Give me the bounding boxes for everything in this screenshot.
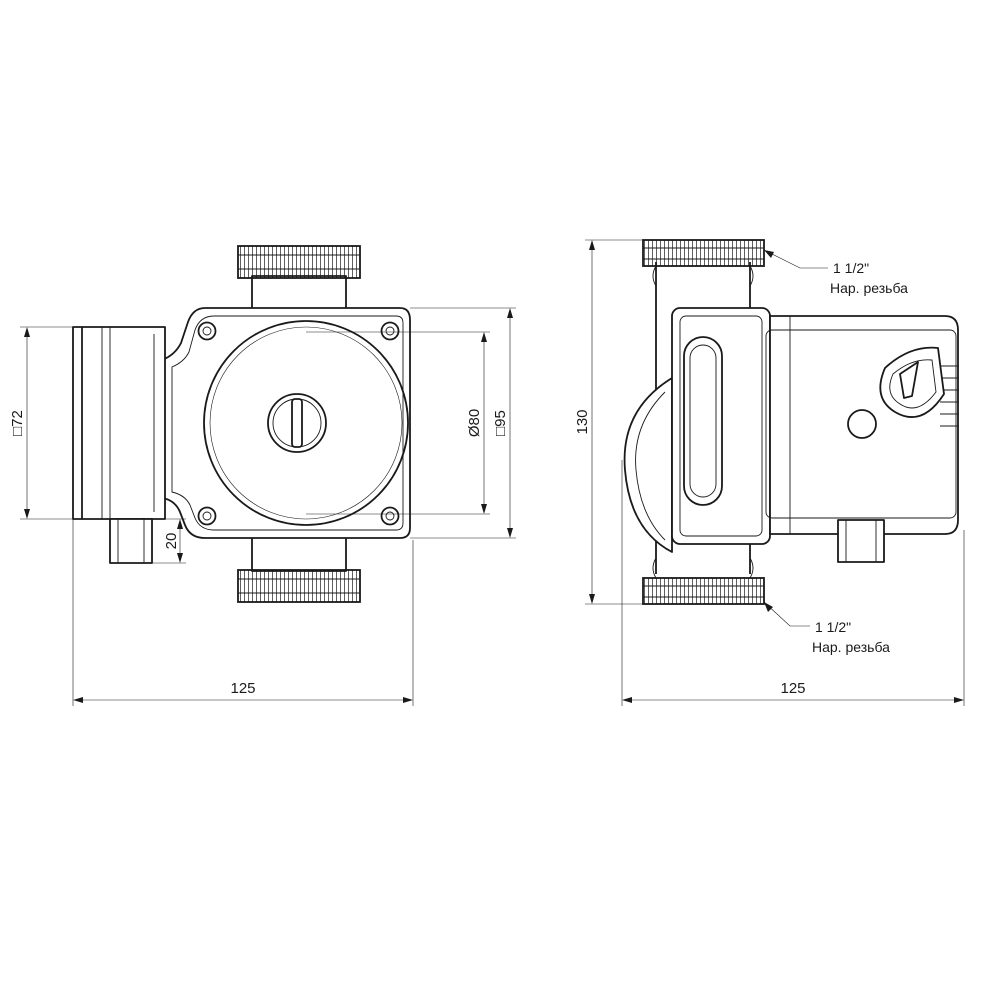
bottom-thread-type: Нар. резьба [812, 639, 890, 655]
side-height-label: 130 [574, 409, 591, 434]
dim-square-95-label: □95 [492, 410, 509, 436]
front-dim-95: □95 [410, 307, 516, 539]
front-screw-br [380, 506, 400, 526]
top-thread-callout: 1 1/2" Нар. резьба [763, 249, 908, 296]
side-width-label: 125 [780, 680, 805, 697]
side-indicator-circle [847, 409, 877, 439]
top-thread-type: Нар. резьба [830, 280, 908, 296]
side-dim-125: 125 [621, 460, 965, 706]
front-dim-20: 20 [152, 518, 186, 564]
side-top-connector [642, 239, 765, 310]
dim-square-72-label: □72 [9, 410, 26, 436]
front-bottom-connector [237, 534, 361, 603]
side-dim-130: 130 [574, 239, 643, 605]
front-screw-bl [197, 506, 217, 526]
front-terminal-box [72, 326, 166, 520]
front-stator-disk [203, 320, 409, 526]
front-view: □72 Ø80 □95 20 [9, 245, 516, 706]
front-top-connector [237, 245, 361, 311]
front-dim-125: 125 [72, 519, 414, 706]
side-oval-window [683, 336, 723, 506]
front-dim-80: Ø80 [306, 331, 490, 515]
dim-20-label: 20 [163, 533, 180, 550]
bottom-thread-callout: 1 1/2" Нар. резьба [763, 601, 890, 655]
bottom-thread-size: 1 1/2" [815, 619, 851, 635]
side-cable-gland [837, 519, 885, 563]
side-volute [623, 377, 673, 553]
front-dim-72: □72 [9, 326, 73, 520]
side-bottom-connector [642, 557, 765, 605]
front-vent-screw [267, 393, 327, 453]
top-thread-size: 1 1/2" [833, 260, 869, 276]
front-screw-tl [197, 321, 217, 341]
front-cable-gland [109, 518, 153, 564]
front-screw-tr [380, 321, 400, 341]
dim-diameter-80-label: Ø80 [466, 409, 483, 437]
front-width-label: 125 [230, 680, 255, 697]
side-speed-knob-icon [879, 346, 945, 419]
side-view: 130 125 1 1/2" Нар. резьба 1 1/2" Нар. р… [574, 239, 965, 706]
